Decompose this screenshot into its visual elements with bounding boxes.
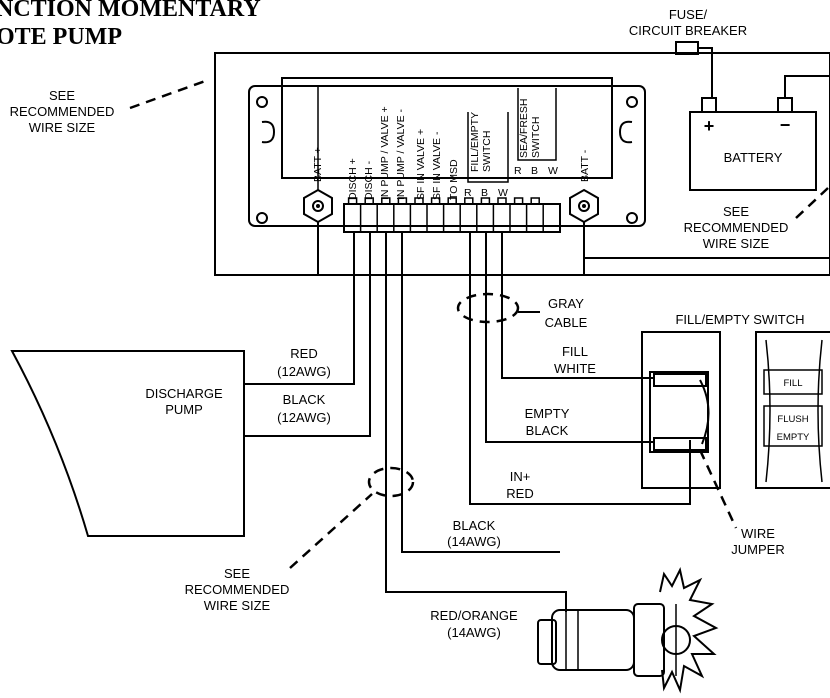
- switch-fill-label: FILL: [783, 378, 802, 389]
- terminal-screw: [347, 197, 358, 205]
- fill-empty-switch-front: FILL FLUSH EMPTY: [755, 331, 830, 489]
- wire-black12-l1: BLACK: [283, 392, 326, 407]
- terminal-label: DISCH +: [347, 158, 359, 200]
- battery-minus: −: [780, 115, 791, 135]
- wire-note-2-l3: WIRE SIZE: [703, 236, 770, 251]
- wire-note-3-l2: RECOMMENDED: [185, 582, 290, 597]
- wire-empty-l2: BLACK: [526, 423, 569, 438]
- wire-note-3-l3: WIRE SIZE: [204, 598, 271, 613]
- gray-cable-l2: CABLE: [545, 315, 588, 330]
- remote-pump-motor: [537, 567, 719, 694]
- batt-minus-label: BATT -: [579, 149, 591, 182]
- vibration-icon: [659, 567, 719, 694]
- terminal-screw: [513, 197, 524, 205]
- terminal-screw: [497, 197, 507, 205]
- terminal-label: IN PUMP / VALVE -: [395, 108, 407, 200]
- terminal-screw: [397, 197, 408, 205]
- svg-text:R: R: [464, 187, 472, 199]
- wire-in-l1: IN+: [510, 469, 531, 484]
- svg-text:B: B: [531, 165, 538, 177]
- discharge-pump: [10, 350, 245, 537]
- wire-fill-l2: WHITE: [554, 361, 596, 376]
- switch-flush-label: FLUSH: [777, 414, 808, 425]
- wire-black14-l1: BLACK: [453, 518, 496, 533]
- terminal-label: IN PUMP / VALVE +: [379, 106, 391, 200]
- svg-text:W: W: [498, 187, 508, 199]
- wire-in-l2: RED: [506, 486, 533, 501]
- svg-text:SWITCH: SWITCH: [481, 131, 493, 172]
- sea-fresh-group: SEA/FRESH SWITCH R B W: [514, 88, 558, 177]
- mounting-plate: [214, 52, 830, 276]
- wire-empty-l1: EMPTY: [525, 406, 570, 421]
- discharge-pump-l2: PUMP: [165, 402, 203, 417]
- terminal-screw: [430, 197, 441, 205]
- terminal-screw: [464, 197, 474, 205]
- wire-black12-l2: (12AWG): [277, 410, 331, 425]
- wire-red12-l2: (12AWG): [277, 364, 331, 379]
- fill-empty-switch-rear: [641, 331, 721, 489]
- terminal-label: DISCH -: [363, 160, 375, 200]
- svg-text:SEA/FRESH: SEA/FRESH: [518, 98, 530, 158]
- discharge-pump-l1: DISCHARGE: [145, 386, 223, 401]
- wire-red12-l1: RED: [290, 346, 317, 361]
- terminal-screw: [530, 197, 540, 205]
- wire-note-1-l2: RECOMMENDED: [10, 104, 115, 119]
- terminal-block: [343, 203, 561, 233]
- wire-note-1-l1: SEE: [49, 88, 75, 103]
- gray-cable-l1: GRAY: [548, 296, 584, 311]
- svg-text:R: R: [514, 165, 522, 177]
- switch-empty-label: EMPTY: [777, 432, 810, 443]
- terminal-screw: [480, 197, 491, 205]
- wire-fill-l1: FILL: [562, 344, 588, 359]
- jumper-l1: WIRE: [741, 526, 775, 541]
- fuse-label-1: FUSE/: [669, 7, 708, 22]
- jumper-l2: JUMPER: [731, 542, 784, 557]
- svg-text:B: B: [481, 187, 488, 199]
- wire-redorange14-l1: RED/ORANGE: [430, 608, 518, 623]
- terminal-screw: [381, 197, 391, 205]
- terminal-label: SF IN VALVE +: [415, 129, 427, 200]
- title-line1: NCTION MOMENTARY: [0, 0, 261, 22]
- terminal-labels: DISCH + DISCH - IN PUMP / VALVE + IN PUM…: [347, 106, 460, 200]
- fuse-label-2: CIRCUIT BREAKER: [629, 23, 747, 38]
- battery-label: BATTERY: [724, 150, 783, 165]
- terminal-label: SF IN VALVE -: [431, 131, 443, 200]
- title-line2: OTE PUMP: [0, 24, 122, 50]
- wire-note-2-l2: RECOMMENDED: [684, 220, 789, 235]
- gray-cable-marker: [456, 292, 520, 324]
- wire-note-3-l1: SEE: [224, 566, 250, 581]
- terminal-label: TO MSD: [448, 159, 460, 200]
- terminal-screw: [414, 197, 424, 205]
- battery: BATTERY + −: [689, 97, 817, 191]
- wire-redorange14-l2: (14AWG): [447, 625, 501, 640]
- wire-black14-l2: (14AWG): [447, 534, 501, 549]
- terminal-screw: [364, 197, 374, 205]
- terminal-screw: [447, 197, 457, 205]
- svg-text:FILL/EMPTY: FILL/EMPTY: [469, 112, 481, 172]
- fill-empty-group: FILL/EMPTY SWITCH R B W: [464, 112, 509, 199]
- svg-text:SWITCH: SWITCH: [530, 117, 542, 158]
- wire-note-2-l1: SEE: [723, 204, 749, 219]
- switch-panel-title: FILL/EMPTY SWITCH: [675, 312, 804, 327]
- cable-bundle-marker: [367, 466, 415, 498]
- svg-text:W: W: [548, 165, 558, 177]
- battery-plus: +: [704, 116, 715, 136]
- wire-note-1-l3: WIRE SIZE: [29, 120, 96, 135]
